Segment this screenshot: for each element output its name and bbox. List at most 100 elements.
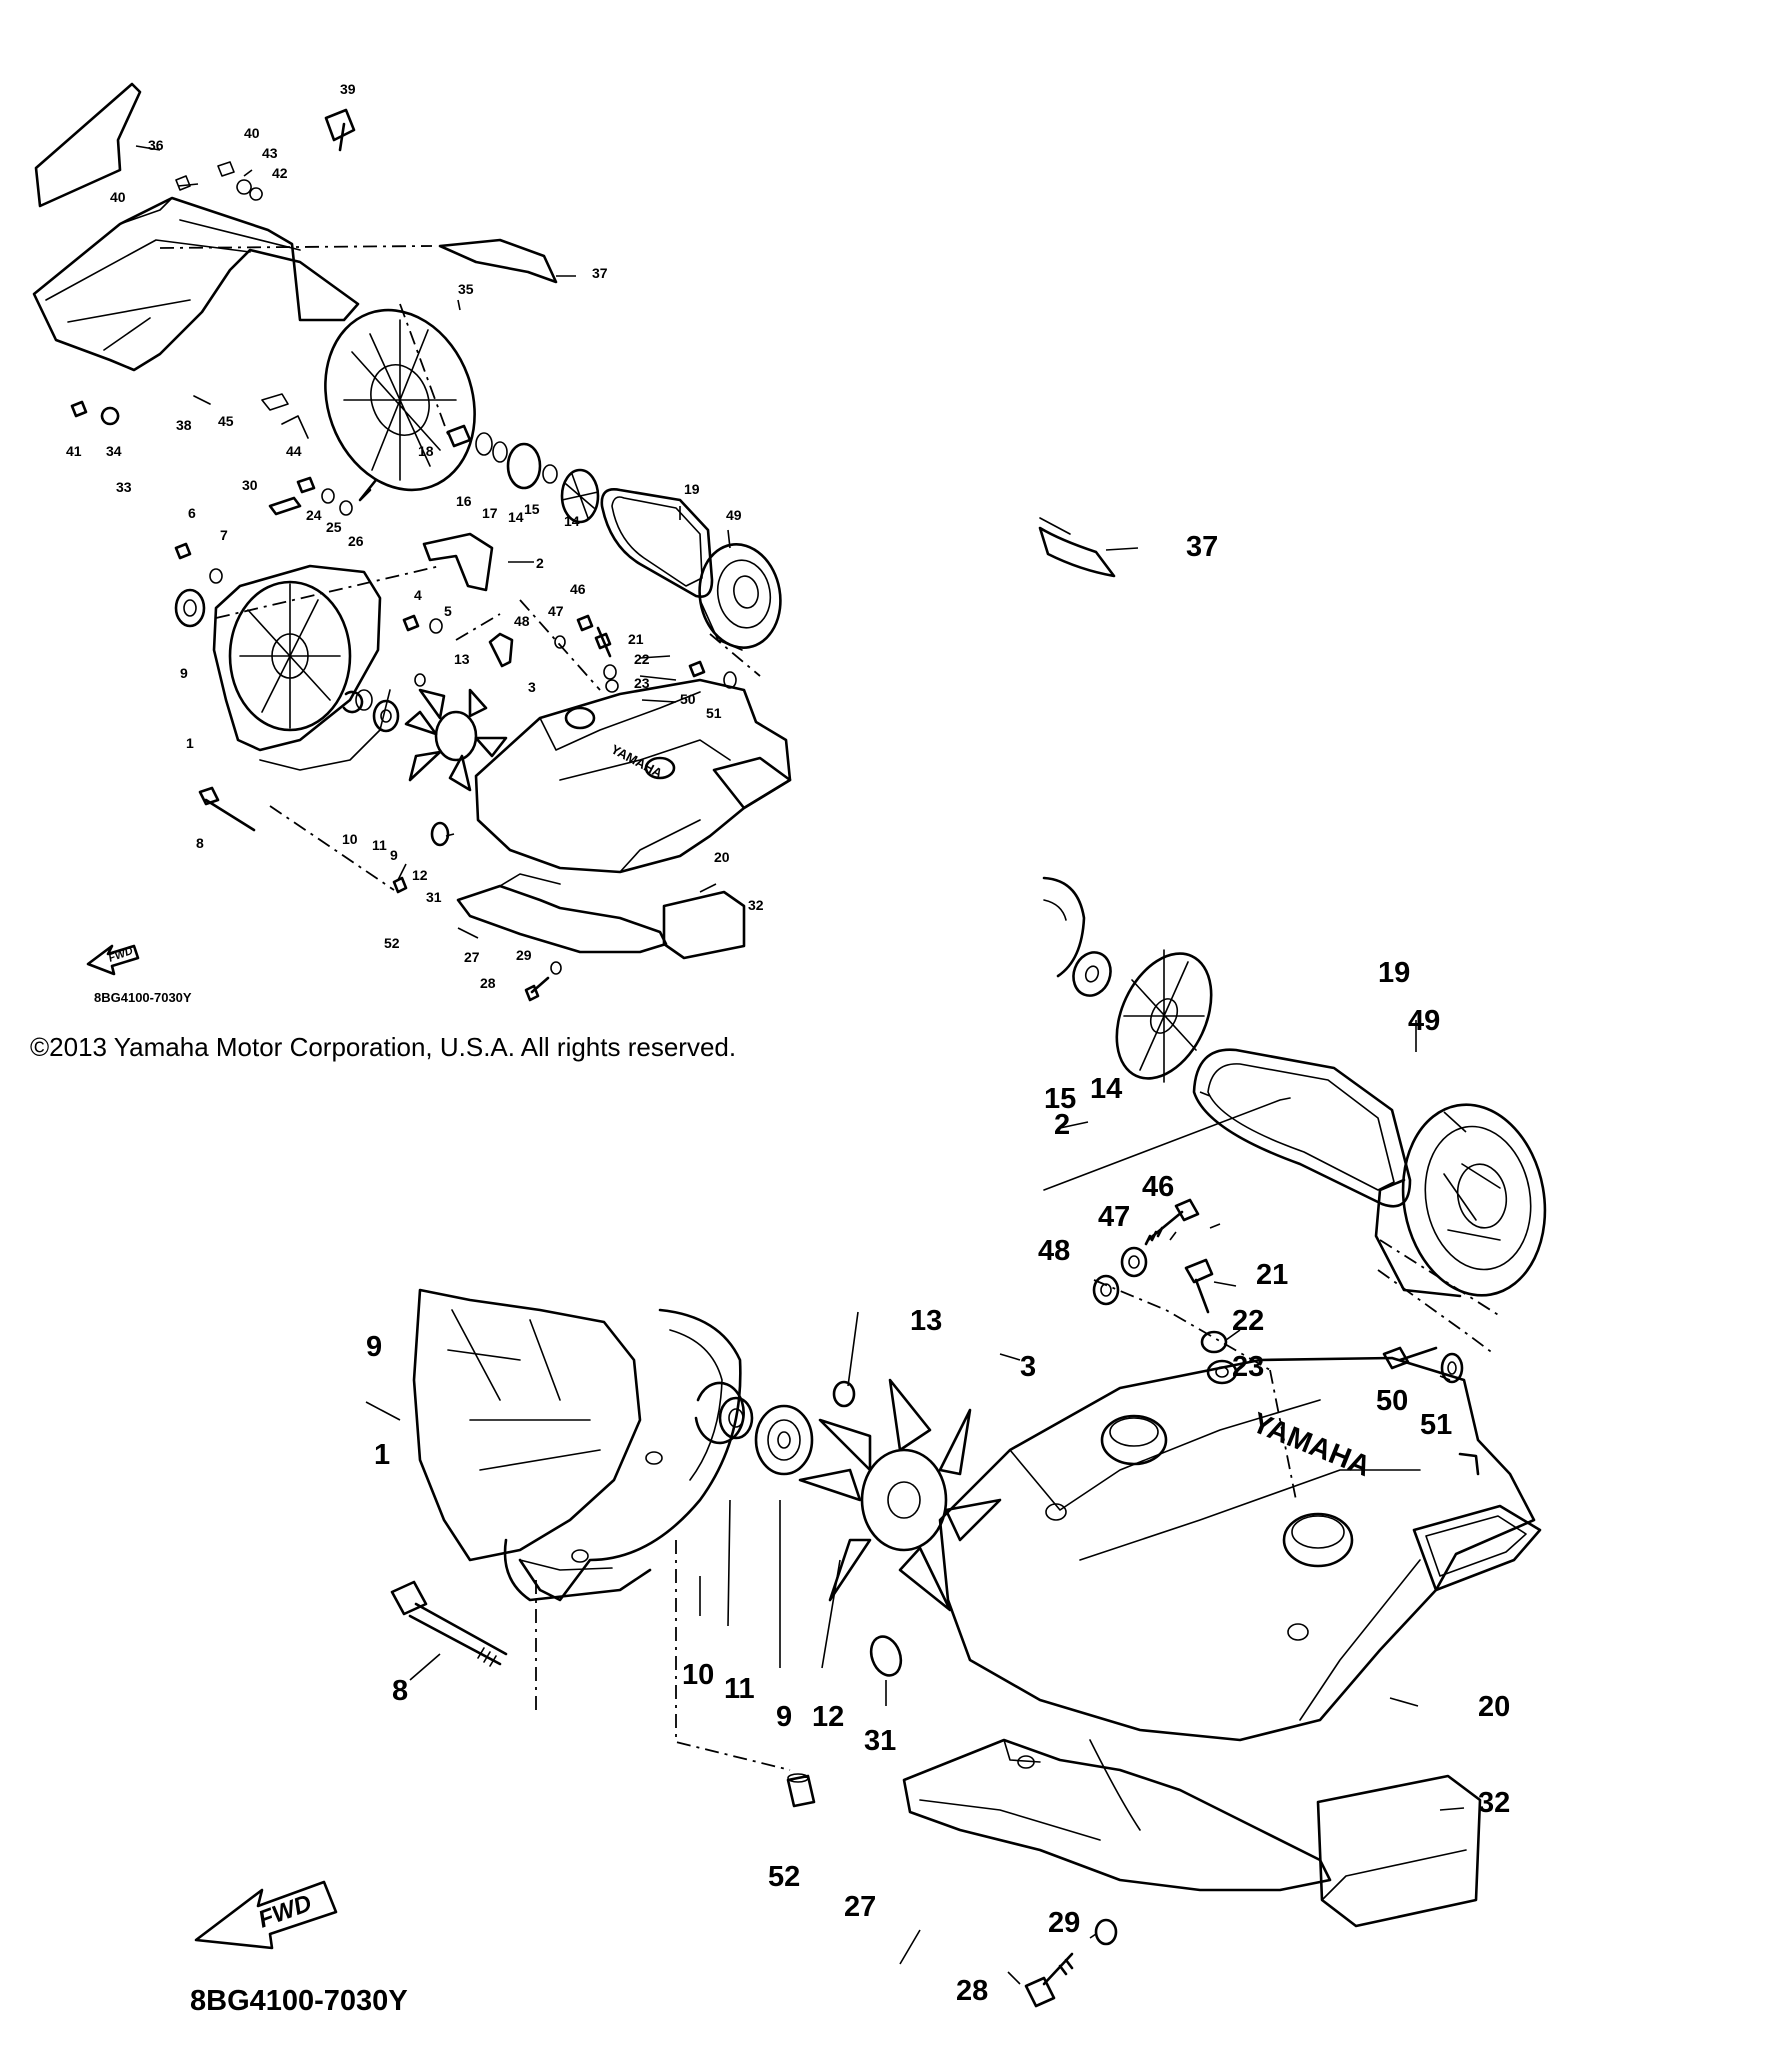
callout-32: 32 bbox=[1478, 1787, 1510, 1819]
callout-52: 52 bbox=[768, 1861, 800, 1893]
part-19-belt bbox=[600, 488, 714, 598]
callout-17: 17 bbox=[482, 505, 498, 521]
callout-40: 40 bbox=[244, 125, 260, 141]
part-35-fan-cover bbox=[324, 308, 476, 502]
callout-40: 40 bbox=[110, 189, 126, 205]
callout-19: 19 bbox=[1378, 957, 1410, 989]
callout-36: 36 bbox=[148, 137, 164, 153]
part-14-disk-large bbox=[1115, 952, 1213, 1080]
part-36-cover-plate bbox=[34, 82, 142, 208]
callout-11: 11 bbox=[724, 1673, 755, 1705]
callout-12: 12 bbox=[412, 867, 428, 883]
callout-9: 9 bbox=[180, 665, 188, 681]
callout-51: 51 bbox=[706, 705, 722, 721]
part-2-bracket bbox=[422, 532, 494, 592]
callout-24: 24 bbox=[306, 507, 322, 523]
shroud-brand-mark-small: YAMAHA bbox=[609, 741, 666, 781]
part-12-fan-large bbox=[798, 1378, 1002, 1612]
part-8-bolt-large bbox=[390, 1580, 508, 1667]
callout-10: 10 bbox=[682, 1659, 714, 1691]
callout-16: 16 bbox=[456, 493, 472, 509]
part-12-fan bbox=[404, 688, 508, 792]
part-37-cap bbox=[438, 238, 558, 284]
callout-31: 31 bbox=[426, 889, 442, 905]
callout-33: 33 bbox=[116, 479, 132, 495]
callout-41: 41 bbox=[66, 443, 82, 459]
callout-37: 37 bbox=[1186, 531, 1218, 563]
callout-1: 1 bbox=[186, 735, 194, 751]
callout-20: 20 bbox=[714, 849, 730, 865]
diagram-code-large: 8BG4100-7030Y bbox=[190, 1985, 408, 2017]
part-20-main-shroud: YAMAHA bbox=[474, 678, 792, 874]
callout-34: 34 bbox=[106, 443, 122, 459]
callout-27: 27 bbox=[464, 949, 480, 965]
part-33-upper-housing bbox=[32, 196, 360, 372]
part-39-fitting bbox=[324, 108, 356, 152]
callout-31: 31 bbox=[864, 1725, 896, 1757]
callout-50: 50 bbox=[680, 691, 696, 707]
callout-3: 3 bbox=[528, 679, 536, 695]
callout-9: 9 bbox=[390, 847, 398, 863]
callout-46: 46 bbox=[570, 581, 586, 597]
part-1-fan-housing bbox=[212, 564, 391, 771]
callout-50: 50 bbox=[1376, 1385, 1408, 1417]
part-49-pulley-large bbox=[1374, 1103, 1547, 1298]
part-19-belt-large bbox=[1192, 1048, 1412, 1208]
callout-32: 32 bbox=[748, 897, 764, 913]
callout-35: 35 bbox=[458, 281, 474, 297]
diagram-code-small: 8BG4100-7030Y bbox=[94, 990, 192, 1005]
callout-6: 6 bbox=[188, 505, 196, 521]
callout-22: 22 bbox=[1232, 1305, 1264, 1337]
callout-18: 18 bbox=[418, 443, 434, 459]
callout-37: 37 bbox=[592, 265, 608, 281]
callout-2: 2 bbox=[536, 555, 544, 571]
callout-4: 4 bbox=[414, 587, 422, 603]
callout-15: 15 bbox=[1044, 1083, 1076, 1115]
callout-27: 27 bbox=[844, 1891, 876, 1923]
copyright-notice: ©2013 Yamaha Motor Corporation, U.S.A. A… bbox=[30, 1032, 737, 1062]
callout-14: 14 bbox=[564, 513, 580, 529]
callout-9: 9 bbox=[366, 1331, 382, 1363]
part-1-fan-housing-large bbox=[412, 1288, 742, 1602]
callout-14: 14 bbox=[1090, 1073, 1122, 1105]
callout-21: 21 bbox=[628, 631, 644, 647]
callout-46: 46 bbox=[1142, 1171, 1174, 1203]
callout-38: 38 bbox=[176, 417, 192, 433]
callout-43: 43 bbox=[262, 145, 278, 161]
callout-22: 22 bbox=[634, 651, 650, 667]
callout-15: 15 bbox=[524, 501, 540, 517]
callout-20: 20 bbox=[1478, 1691, 1510, 1723]
callout-11: 11 bbox=[372, 837, 387, 853]
part-27-lower-bracket bbox=[456, 884, 668, 954]
callout-49: 49 bbox=[726, 507, 742, 523]
callout-8: 8 bbox=[196, 835, 204, 851]
callout-45: 45 bbox=[218, 413, 234, 429]
callout-23: 23 bbox=[634, 675, 650, 691]
callout-2: 2 bbox=[1054, 1109, 1070, 1141]
callout-52: 52 bbox=[384, 935, 400, 951]
callout-48: 48 bbox=[514, 613, 530, 629]
callout-30: 30 bbox=[242, 477, 258, 493]
callout-47: 47 bbox=[548, 603, 564, 619]
callout-5: 5 bbox=[444, 603, 452, 619]
fwd-arrow-large-icon: FWD bbox=[194, 1880, 338, 1950]
callout-19: 19 bbox=[684, 481, 700, 497]
callout-29: 29 bbox=[1048, 1907, 1080, 1939]
callout-51: 51 bbox=[1420, 1409, 1452, 1441]
callout-25: 25 bbox=[326, 519, 342, 535]
callout-49: 49 bbox=[1408, 1005, 1440, 1037]
shroud-brand-mark-large: YAMAHA bbox=[1247, 1407, 1375, 1483]
callout-13: 13 bbox=[910, 1305, 942, 1337]
callout-28: 28 bbox=[480, 975, 496, 991]
callout-39: 39 bbox=[340, 81, 356, 97]
callout-42: 42 bbox=[272, 165, 288, 181]
callout-12: 12 bbox=[812, 1701, 844, 1733]
callout-21: 21 bbox=[1256, 1259, 1288, 1291]
callout-44: 44 bbox=[286, 443, 302, 459]
fwd-arrow-small-icon: FWD bbox=[86, 944, 140, 976]
callout-9: 9 bbox=[776, 1701, 792, 1733]
callout-14: 14 bbox=[508, 509, 524, 525]
callout-48: 48 bbox=[1038, 1235, 1070, 1267]
